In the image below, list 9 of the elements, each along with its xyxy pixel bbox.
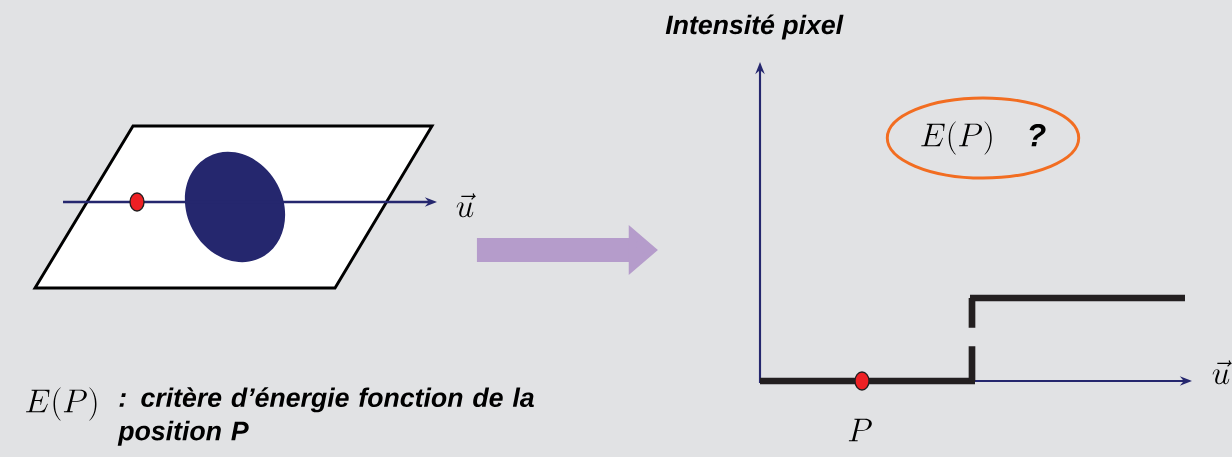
axis-title: Intensité pixel xyxy=(665,14,844,40)
formula: $E(P)$ xyxy=(921,121,992,155)
axis-label: $\vec{u}$ xyxy=(456,193,476,218)
axis-label: $\vec{u}$ xyxy=(1212,360,1232,385)
oval-callout xyxy=(885,96,1081,180)
definition-text: : critère d’énergie fonction de la position P xyxy=(117,387,534,446)
formula: $P$ xyxy=(848,418,872,442)
formula: $E(P)$ xyxy=(26,387,97,421)
question-mark: ? xyxy=(1029,123,1046,147)
